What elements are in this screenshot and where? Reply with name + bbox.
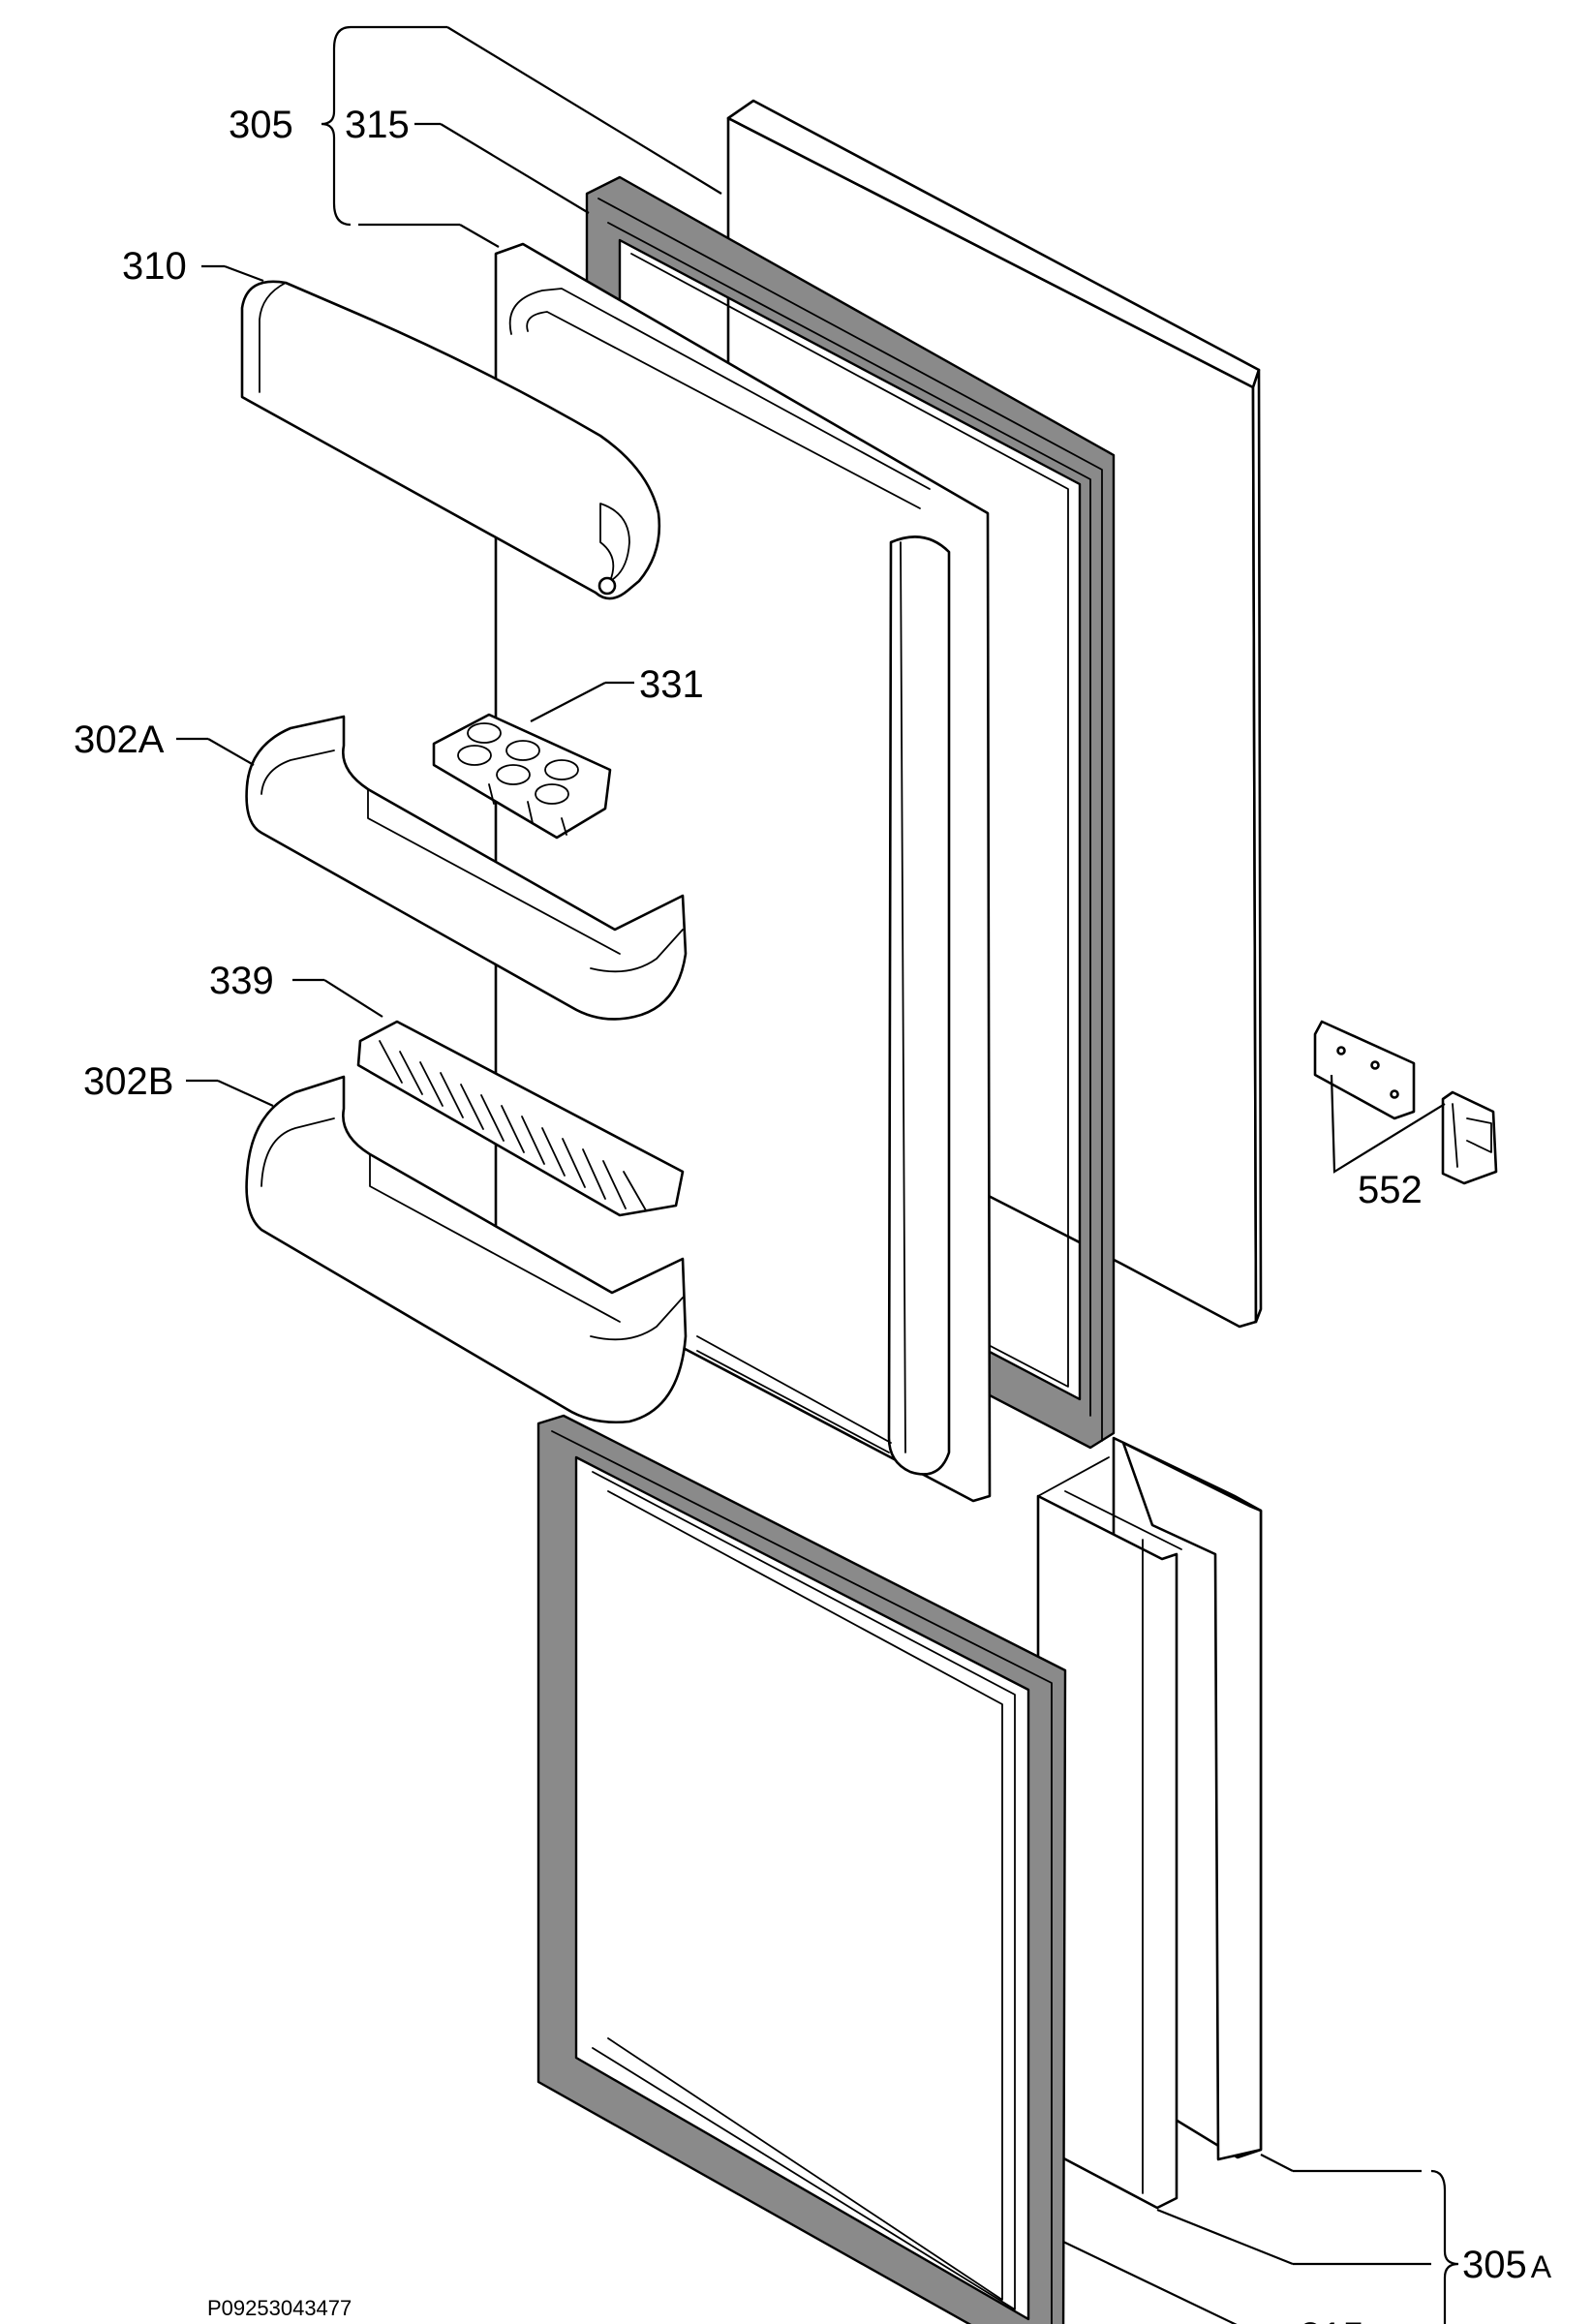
egg-cup-cells xyxy=(457,722,579,805)
label-315: 315 xyxy=(345,104,410,146)
label-552: 552 xyxy=(1358,1169,1423,1211)
label-339: 339 xyxy=(209,960,274,1002)
drawing-code: P09253043477 xyxy=(207,2296,352,2320)
label-315a-suffix: A xyxy=(1374,2321,1395,2324)
part-552-hinge-brackets xyxy=(1313,1020,1498,1185)
part-302b-door-bin xyxy=(245,1075,688,1424)
lower-door-outer-panel xyxy=(1036,1436,1263,2210)
label-305a-suffix: A xyxy=(1531,2249,1552,2284)
label-305: 305 xyxy=(229,104,293,146)
part-339-bottle-divider xyxy=(356,1020,685,1217)
label-305a-number: 305 xyxy=(1462,2244,1527,2286)
label-302b: 302B xyxy=(83,1060,173,1103)
label-315a-number: 315 xyxy=(1300,2315,1364,2324)
divider-ribs xyxy=(379,1040,647,1211)
part-310-dairy-compartment-lid xyxy=(240,280,661,600)
part-331-egg-tray xyxy=(432,713,612,840)
label-302a: 302A xyxy=(74,719,165,761)
label-331: 331 xyxy=(639,663,704,706)
label-310: 310 xyxy=(122,245,187,288)
lower-door-gasket xyxy=(536,1414,1067,2324)
leader-lines xyxy=(176,25,1459,2324)
label-315a: 315A xyxy=(1300,2315,1395,2324)
part-302a-door-bin xyxy=(245,715,688,1021)
